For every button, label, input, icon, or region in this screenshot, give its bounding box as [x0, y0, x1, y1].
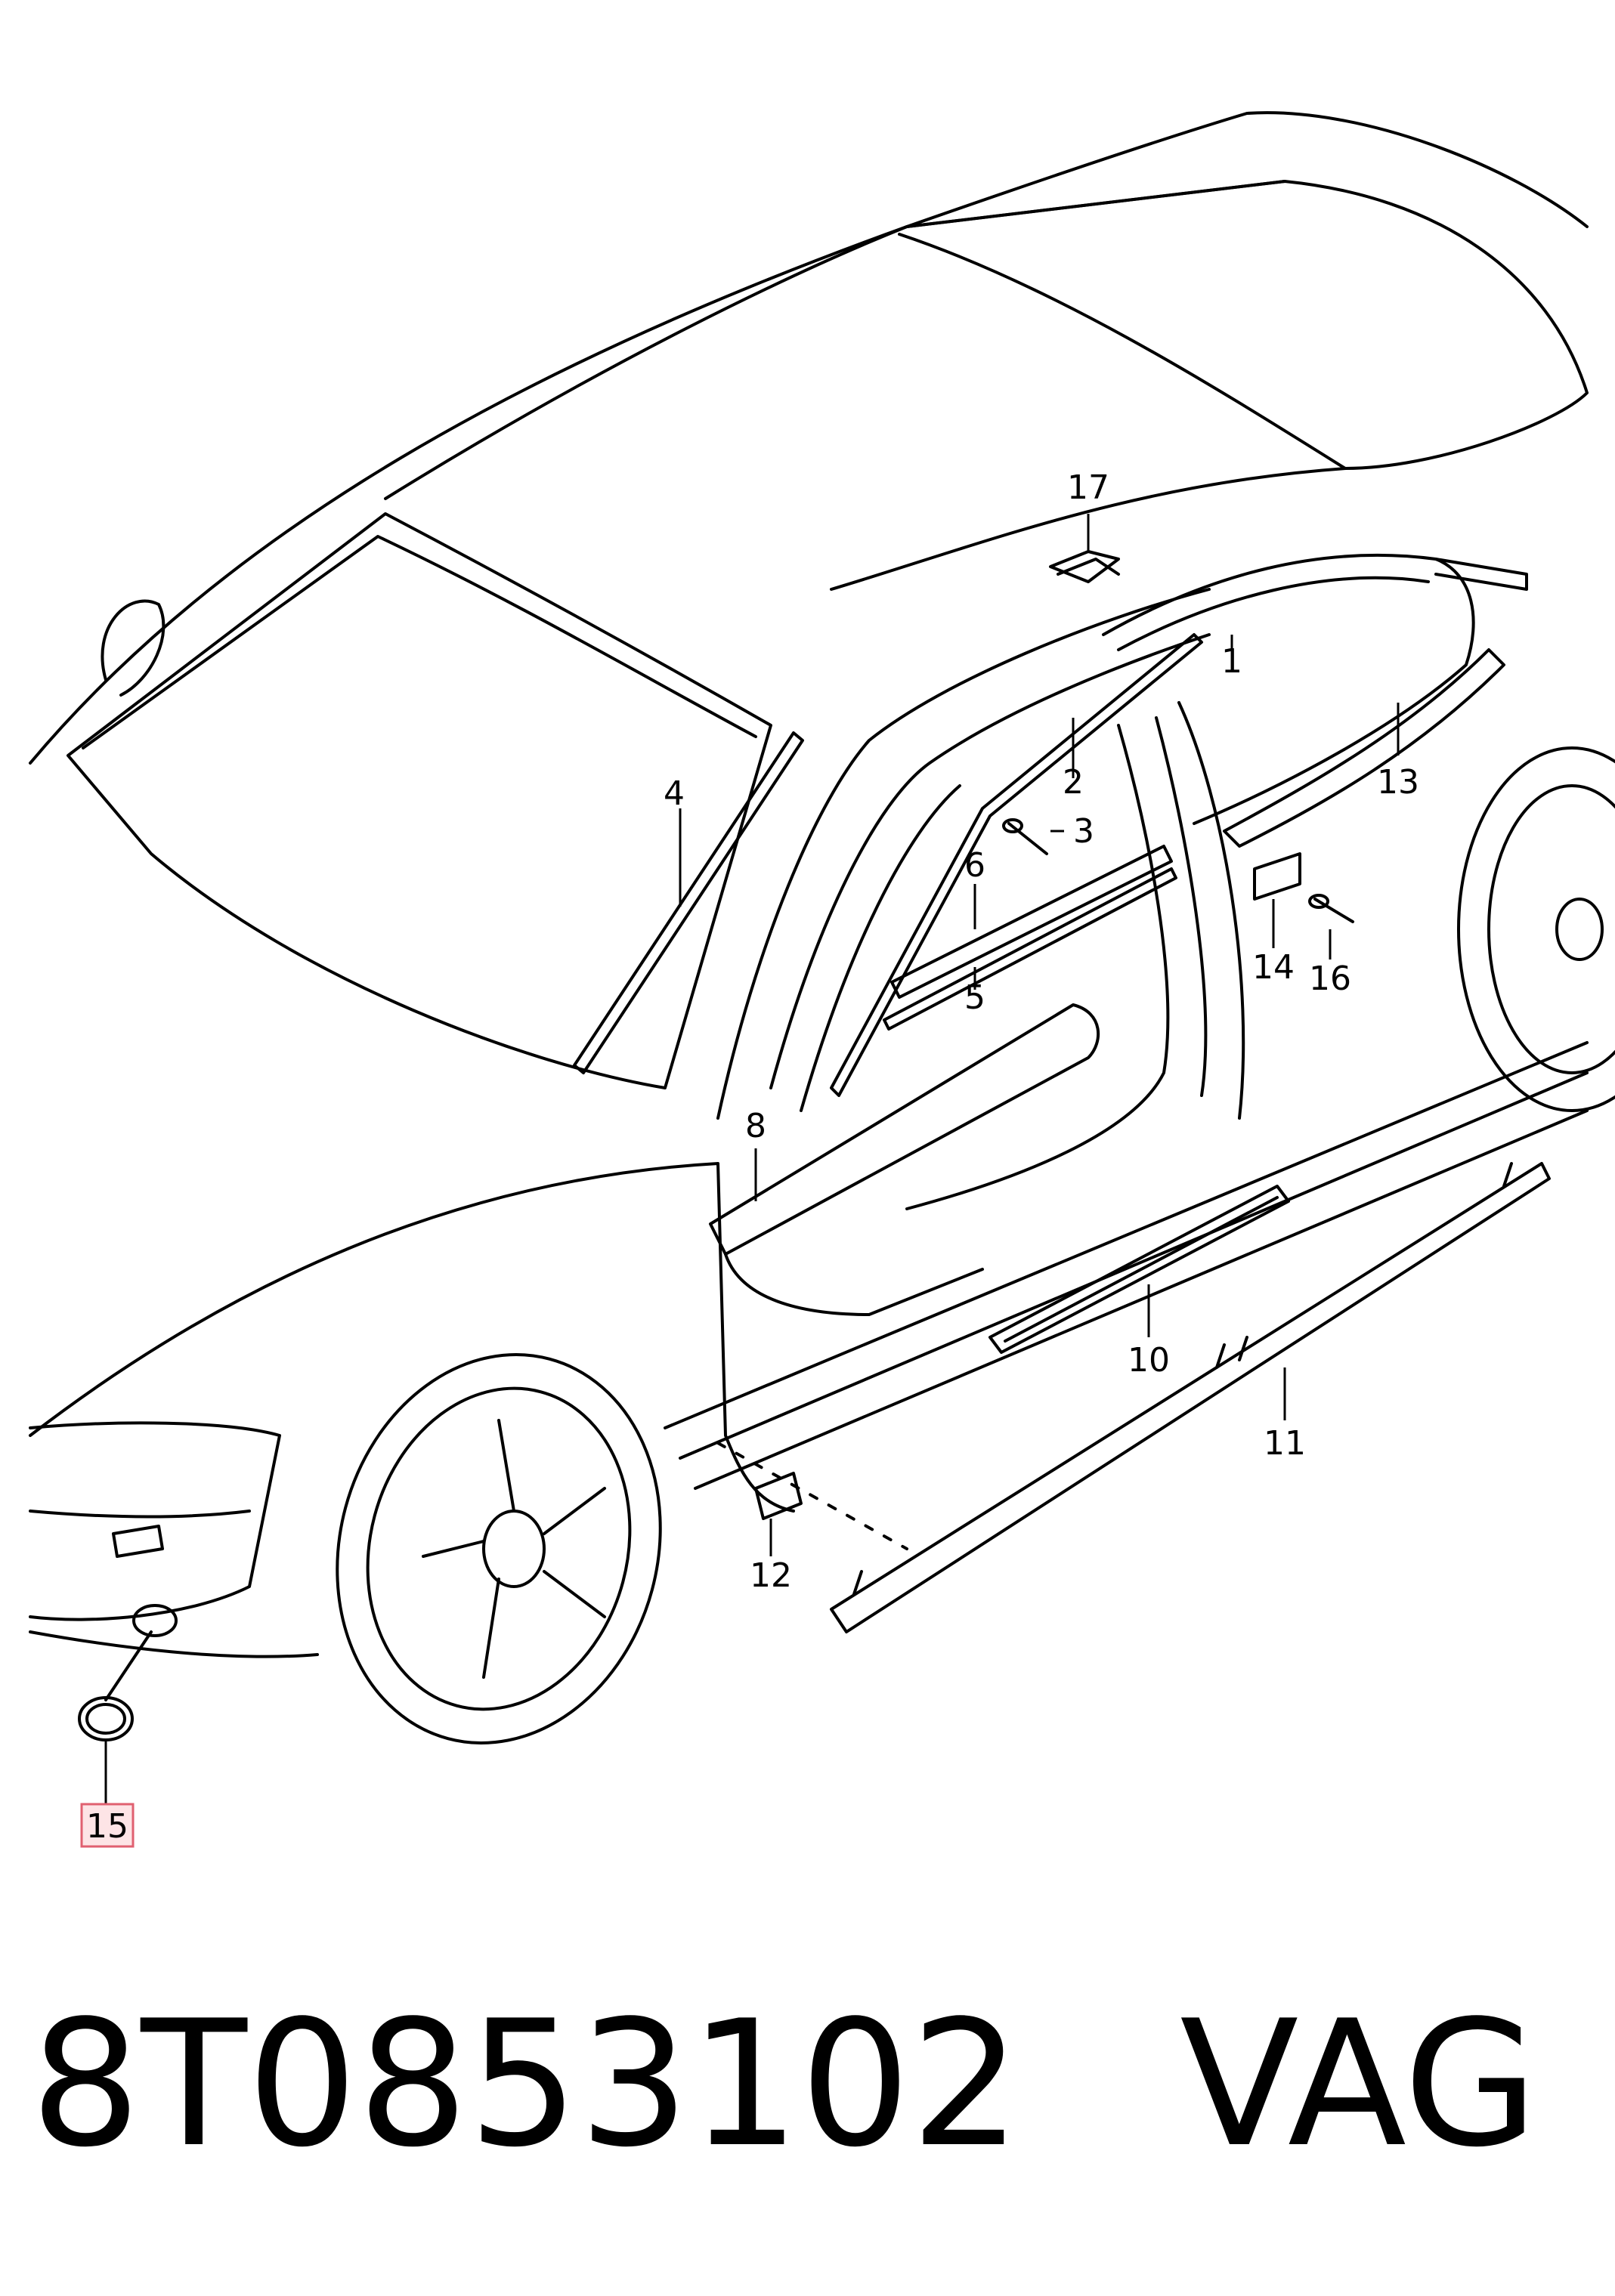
- brand-name: VAG: [1180, 1984, 1539, 2186]
- callout-1: 1: [1221, 642, 1242, 681]
- callout-12: 12: [750, 1556, 792, 1595]
- callout-5: 5: [964, 978, 985, 1017]
- callout-3: 3: [1073, 812, 1094, 851]
- parts-diagram: 1 2 3 4 5 6 8 10 11 12 13 14 16 17 15: [29, 111, 1615, 1848]
- callout-13: 13: [1377, 763, 1419, 802]
- callout-11: 11: [1264, 1424, 1306, 1463]
- callout-labels: 1 2 3 4 5 6 8 10 11 12 13 14 16 17 15: [80, 468, 1419, 1848]
- footer-caption: 8T0853102 VAG: [30, 1987, 1587, 2183]
- callout-16: 16: [1309, 959, 1351, 998]
- leader-lines: [104, 514, 1400, 1806]
- callout-10: 10: [1128, 1341, 1170, 1380]
- callout-8: 8: [745, 1107, 766, 1145]
- callout-14: 14: [1252, 948, 1295, 987]
- callout-15: 15: [86, 1807, 128, 1846]
- callout-15-highlight-box: [80, 1803, 135, 1848]
- callout-2: 2: [1063, 763, 1084, 802]
- part-number: 8T0853102: [30, 1984, 1022, 2186]
- callout-6: 6: [964, 846, 985, 885]
- callout-4: 4: [664, 774, 685, 813]
- car-body-outline: [29, 111, 1615, 1744]
- callout-17: 17: [1067, 468, 1109, 507]
